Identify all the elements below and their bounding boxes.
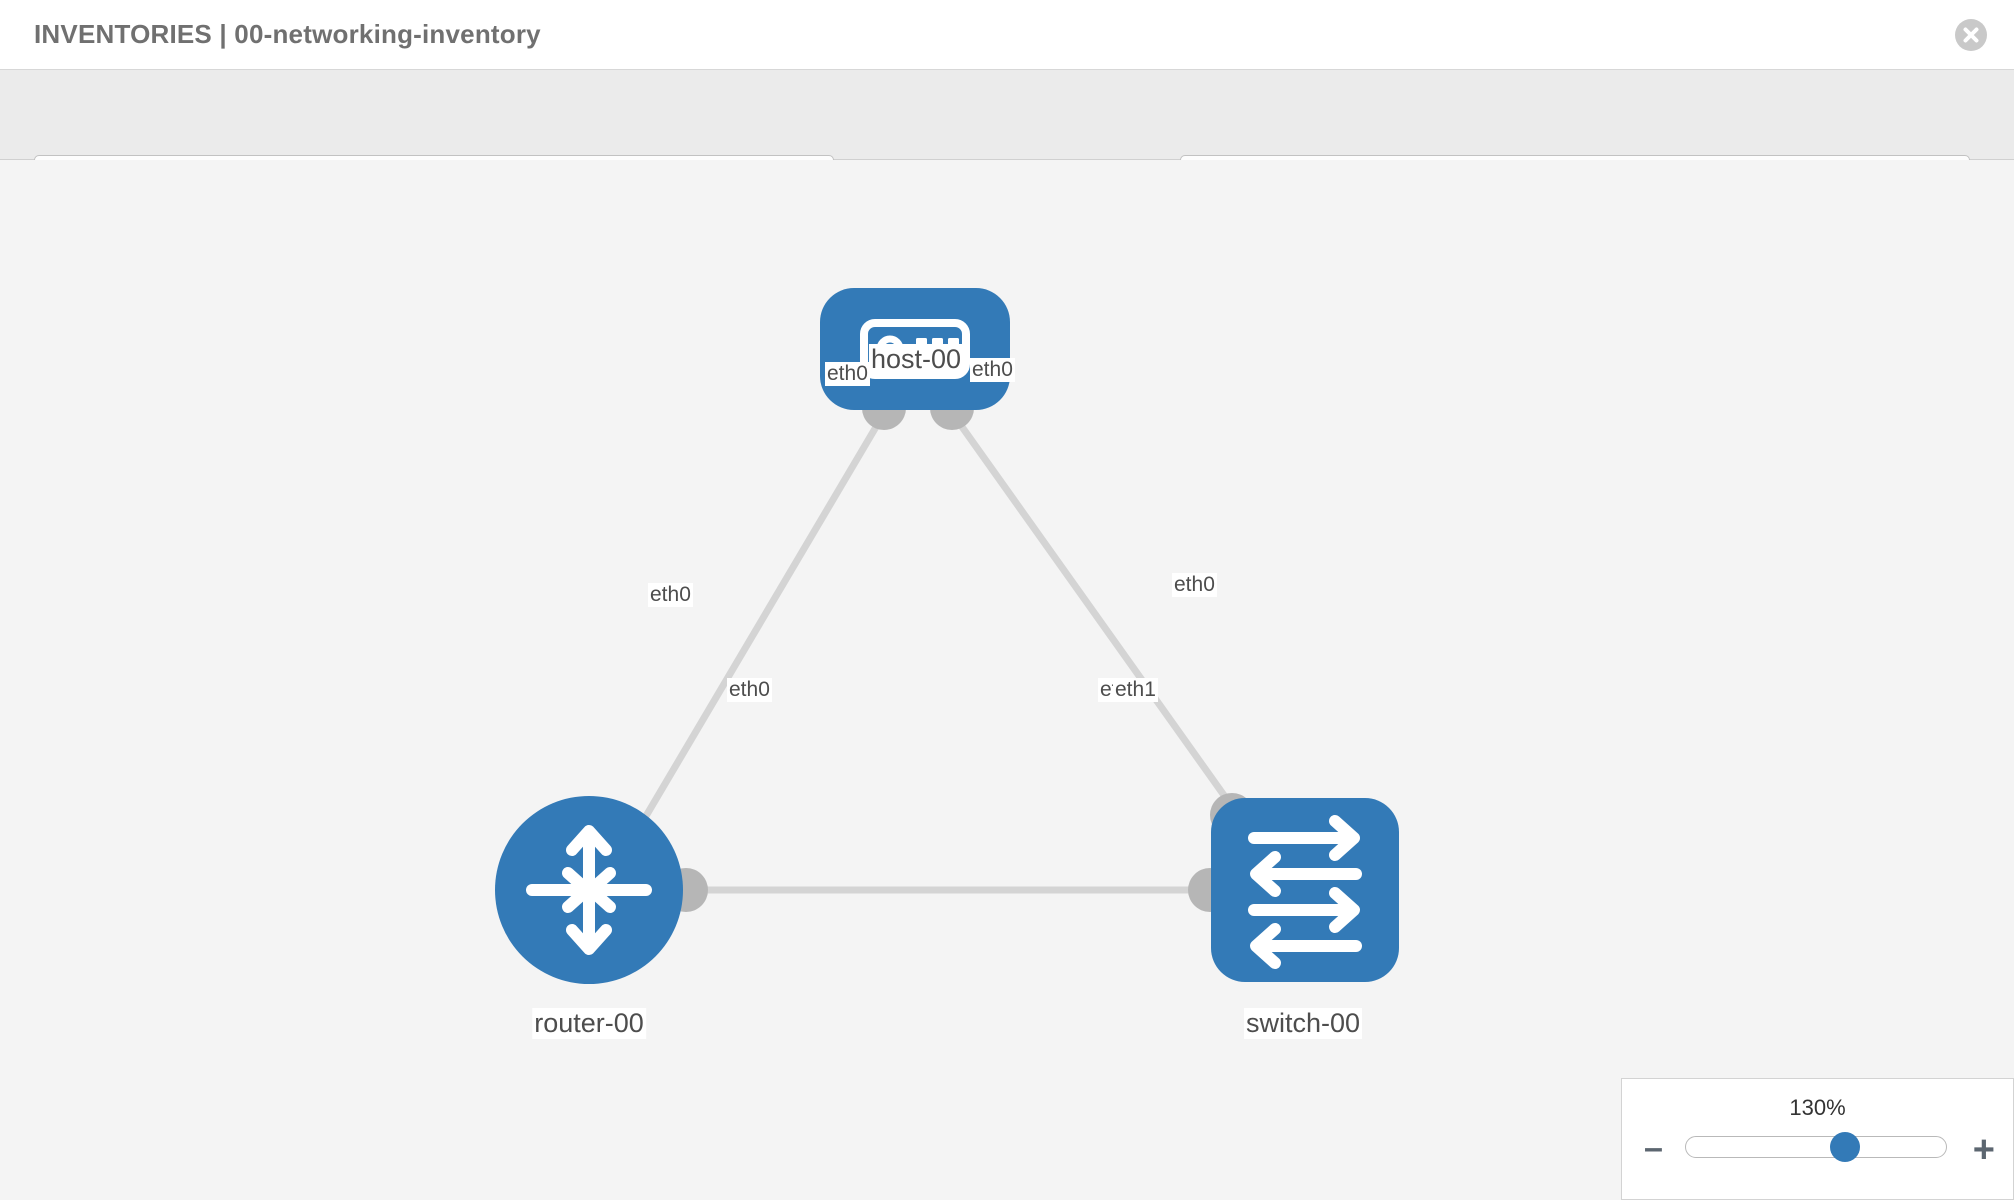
zoom-slider-thumb[interactable] bbox=[1829, 1132, 1860, 1162]
iface-label-host00-eth0-left: eth0 bbox=[825, 362, 870, 386]
router-icon bbox=[526, 825, 652, 955]
zoom-level-value: 130% bbox=[1789, 1095, 1846, 1120]
toolbar: ACTIONS SEARCH bbox=[0, 70, 2014, 215]
topology-graph bbox=[495, 288, 1399, 984]
topology-links bbox=[616, 407, 1273, 894]
link-host00-switch00 bbox=[947, 407, 1273, 863]
link-host00-router00 bbox=[616, 408, 890, 862]
node-switch-00 bbox=[1211, 798, 1399, 982]
node-label-host-00[interactable]: host-00 bbox=[868, 344, 964, 375]
zoom-control-panel: 130% – + bbox=[1621, 1078, 2014, 1200]
iface-label-router00-uplink-eth0: eth0 bbox=[648, 583, 693, 607]
zoom-in-button[interactable]: + bbox=[1972, 1129, 1995, 1171]
iface-label-host00-eth0-right: eth0 bbox=[970, 358, 1015, 382]
zoom-slider-track[interactable] bbox=[1685, 1132, 1947, 1162]
iface-label-switch00-eth1: eth1 bbox=[1113, 678, 1158, 702]
switch-icon bbox=[1248, 815, 1362, 969]
node-label-router-00[interactable]: router-00 bbox=[532, 1008, 646, 1039]
topology-endpoints bbox=[664, 386, 1254, 912]
node-label-switch-00[interactable]: switch-00 bbox=[1243, 1008, 1363, 1039]
topology-canvas[interactable]: host-00 router-00 switch-00 eth0 eth0 et… bbox=[0, 160, 2014, 1200]
node-router-00 bbox=[495, 796, 683, 984]
page-header: INVENTORIES | 00-networking-inventory bbox=[0, 0, 2014, 70]
iface-label-switch00-uplink-eth0: eth0 bbox=[1172, 573, 1217, 597]
page-title: INVENTORIES | 00-networking-inventory bbox=[34, 19, 541, 49]
iface-label-router00-eth0: eth0 bbox=[727, 678, 772, 702]
zoom-out-button[interactable]: – bbox=[1644, 1129, 1663, 1167]
close-icon[interactable] bbox=[1955, 19, 1987, 51]
